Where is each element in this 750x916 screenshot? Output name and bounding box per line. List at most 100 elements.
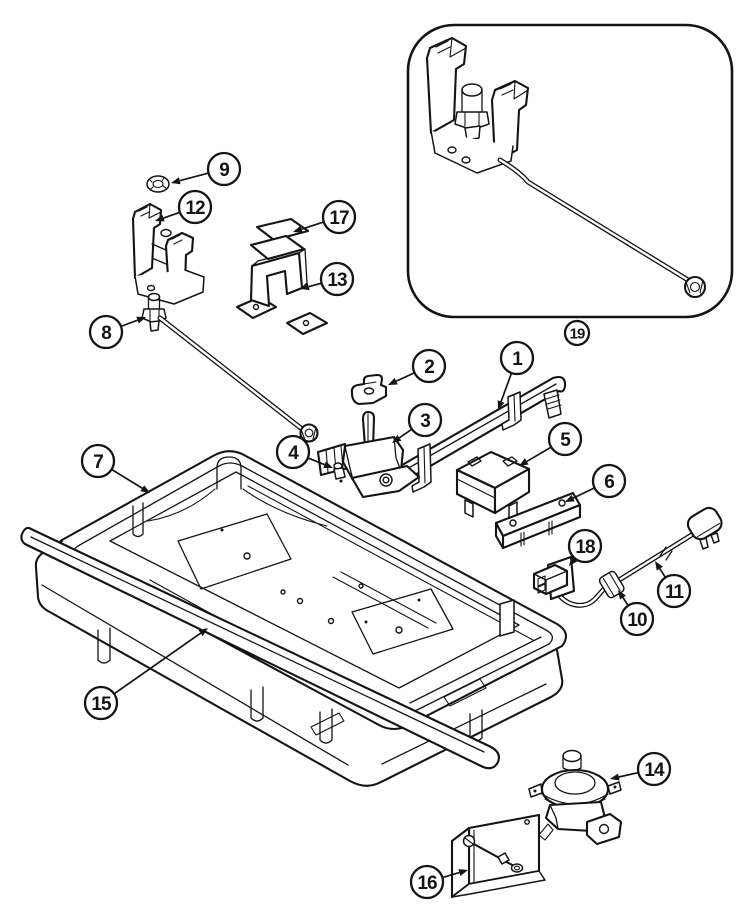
callout-number-14: 14 bbox=[644, 760, 665, 781]
leader-line-10 bbox=[622, 597, 629, 607]
valve-clip bbox=[350, 373, 388, 406]
callout-circle-19 bbox=[563, 319, 591, 347]
leader-line-17 bbox=[301, 221, 325, 231]
callout-circle-18 bbox=[567, 528, 603, 564]
callout-3: 3 bbox=[392, 402, 443, 443]
valve-orifice-drawing bbox=[333, 462, 346, 483]
callout-18: 18 bbox=[567, 528, 603, 566]
shield-plates-drawing bbox=[249, 217, 310, 261]
callout-circle-9 bbox=[206, 151, 242, 187]
burner-rail-drawing bbox=[20, 526, 500, 770]
callout-number-12: 12 bbox=[185, 198, 205, 219]
regulator-bracket-drawing bbox=[450, 813, 546, 899]
callout-circle-6 bbox=[591, 463, 627, 499]
leader-line-11 bbox=[659, 568, 667, 578]
arrowhead-1 bbox=[497, 400, 505, 410]
leader-line-5 bbox=[526, 446, 552, 463]
arrowhead-3 bbox=[392, 434, 402, 443]
leader-line-4 bbox=[307, 457, 325, 466]
callout-2: 2 bbox=[388, 348, 447, 385]
cord-grommet bbox=[598, 570, 625, 599]
arrowhead-10 bbox=[618, 590, 626, 600]
callout-17: 17 bbox=[293, 199, 357, 235]
arrowhead-5 bbox=[519, 458, 529, 466]
arrowhead-8 bbox=[136, 316, 146, 324]
callout-number-4: 4 bbox=[288, 443, 299, 464]
cord-connector bbox=[532, 563, 569, 596]
callout-circle-12 bbox=[177, 189, 213, 225]
callout-number-15: 15 bbox=[91, 694, 112, 715]
spark-module-drawing bbox=[455, 450, 531, 520]
callout-number-19: 19 bbox=[570, 325, 585, 342]
callout-circle-16 bbox=[409, 864, 445, 900]
callout-number-18: 18 bbox=[575, 537, 595, 558]
burner-valve-drawing bbox=[316, 410, 421, 499]
callout-number-1: 1 bbox=[512, 349, 523, 370]
callout-circle-4 bbox=[275, 434, 311, 470]
leader-line-8 bbox=[120, 319, 138, 328]
callout-6: 6 bbox=[565, 463, 627, 502]
callout-circle-5 bbox=[547, 421, 583, 457]
plug-prongs bbox=[699, 532, 720, 550]
valve-mount-plate bbox=[350, 464, 421, 499]
leader-line-2 bbox=[395, 371, 415, 382]
arrowhead-2 bbox=[388, 377, 398, 385]
u-bracket-drawing bbox=[235, 248, 329, 336]
arrowhead-7 bbox=[140, 485, 150, 493]
arrowhead-14 bbox=[610, 773, 620, 781]
manifold-hanger-rear bbox=[501, 391, 522, 431]
pressure-regulator-drawing bbox=[528, 749, 623, 846]
leader-line-6 bbox=[572, 487, 595, 499]
callout-number-16: 16 bbox=[417, 873, 437, 894]
callout-9: 9 bbox=[171, 151, 242, 187]
pilot-bracket-drawing bbox=[131, 202, 205, 305]
arrowhead-18 bbox=[569, 556, 578, 566]
ring-nut-drawing bbox=[146, 175, 170, 193]
pilot-orifice-tube-drawing bbox=[141, 292, 319, 443]
callout-number-11: 11 bbox=[665, 582, 685, 603]
manifold-hanger-front bbox=[411, 443, 432, 493]
callout-number-9: 9 bbox=[219, 160, 229, 181]
leader-line-9 bbox=[179, 172, 209, 182]
leader-line-3 bbox=[398, 428, 413, 439]
callout-number-7: 7 bbox=[93, 452, 103, 473]
callout-13: 13 bbox=[300, 261, 355, 297]
callout-circle-1 bbox=[499, 340, 535, 376]
valve-clip-drawing bbox=[350, 373, 388, 406]
burner-box-floor bbox=[109, 471, 520, 689]
callout-4: 4 bbox=[275, 434, 333, 470]
inset-detail-box bbox=[406, 23, 734, 319]
module-bracket-drawing bbox=[494, 491, 582, 550]
arrowhead-12 bbox=[155, 214, 165, 222]
callout-circle-13 bbox=[319, 261, 355, 297]
callout-number-13: 13 bbox=[327, 270, 347, 291]
callout-circle-8 bbox=[88, 314, 124, 350]
arrowhead-9 bbox=[171, 177, 181, 185]
callout-circle-7 bbox=[80, 443, 116, 479]
callout-16: 16 bbox=[409, 864, 468, 900]
burner-box-wall bbox=[34, 539, 564, 787]
callout-circle-15 bbox=[83, 685, 119, 721]
leader-line-7 bbox=[111, 468, 143, 490]
arrowhead-17 bbox=[293, 225, 303, 233]
callout-14: 14 bbox=[610, 751, 672, 787]
leader-line-15 bbox=[113, 632, 202, 695]
callout-10: 10 bbox=[618, 590, 655, 637]
callout-15: 15 bbox=[83, 628, 208, 721]
leader-line-13 bbox=[308, 282, 322, 288]
callout-19: 19 bbox=[563, 319, 591, 347]
arrowhead-16 bbox=[458, 869, 468, 876]
callout-number-10: 10 bbox=[627, 610, 647, 631]
leader-line-1 bbox=[500, 372, 513, 402]
callout-circle-10 bbox=[619, 601, 655, 637]
power-cord-drawing bbox=[532, 506, 723, 608]
inset-pilot-assembly bbox=[425, 36, 707, 299]
callout-number-17: 17 bbox=[329, 208, 349, 229]
callout-number-5: 5 bbox=[560, 430, 571, 451]
callout-1: 1 bbox=[497, 340, 535, 410]
arrowhead-13 bbox=[300, 283, 310, 291]
callout-number-2: 2 bbox=[424, 357, 434, 378]
leader-line-12 bbox=[163, 211, 181, 219]
arrowhead-6 bbox=[565, 494, 575, 502]
callout-number-3: 3 bbox=[420, 411, 430, 432]
